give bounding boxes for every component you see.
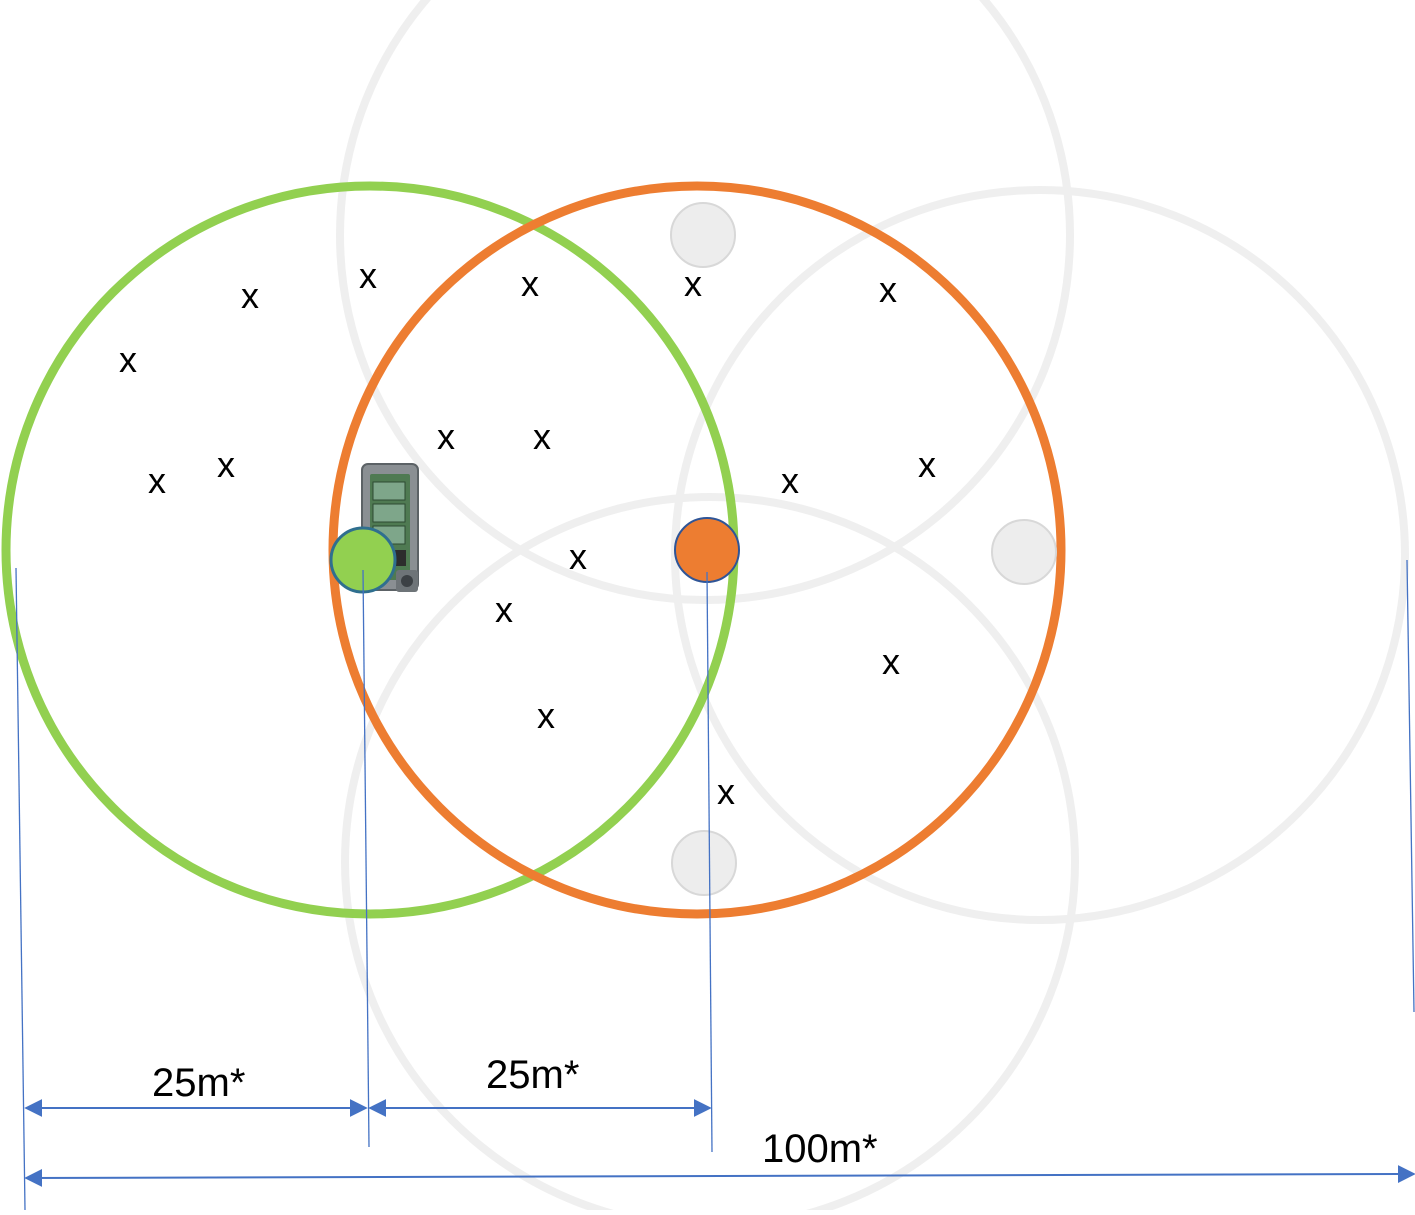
neighbor-nodes: [670, 202, 1057, 896]
coverage-circle-bottom: [341, 493, 1079, 1215]
sensor-marker: x: [569, 536, 587, 577]
reference-line-right-edge: [1406, 559, 1415, 1013]
dimension-reference-lines: [15, 559, 1415, 1211]
sensor-marker: x: [495, 589, 513, 630]
sensor-marker: x: [537, 695, 555, 736]
sensor-marker: x: [717, 771, 735, 812]
dimension-arrows: [24, 1099, 1415, 1187]
sensor-marker: x: [533, 416, 551, 457]
sensor-marker: x: [918, 444, 936, 485]
sensor-marker: x: [119, 339, 137, 380]
sensor-marker: x: [882, 641, 900, 682]
neighbor-node-right: [991, 519, 1057, 585]
sensor-marker: x: [781, 460, 799, 501]
sensor-markers: x x x x x x x x x x x x x x x x x: [119, 255, 936, 812]
reference-line-green-node: [362, 569, 370, 1148]
middle-spacing-label: 25m*: [486, 1053, 579, 1097]
reference-line-orange-node: [706, 571, 713, 1153]
sensor-marker: x: [217, 444, 235, 485]
sensor-marker: x: [437, 416, 455, 457]
neighbor-node-bottom: [671, 830, 737, 896]
total-span-label: 100m*: [762, 1127, 878, 1171]
left-spacing-label: 25m*: [152, 1061, 245, 1105]
sensor-marker: x: [521, 263, 539, 304]
sensor-marker: x: [359, 255, 377, 296]
coverage-circle-top: [336, 0, 1074, 604]
sensor-marker: x: [879, 269, 897, 310]
sensor-marker: x: [684, 263, 702, 304]
arrow-total-span: [24, 1165, 1415, 1187]
reference-line-left-edge: [15, 567, 26, 1211]
neighbor-node-top: [670, 202, 736, 268]
sensor-marker: x: [241, 275, 259, 316]
sensor-marker: x: [148, 460, 166, 501]
